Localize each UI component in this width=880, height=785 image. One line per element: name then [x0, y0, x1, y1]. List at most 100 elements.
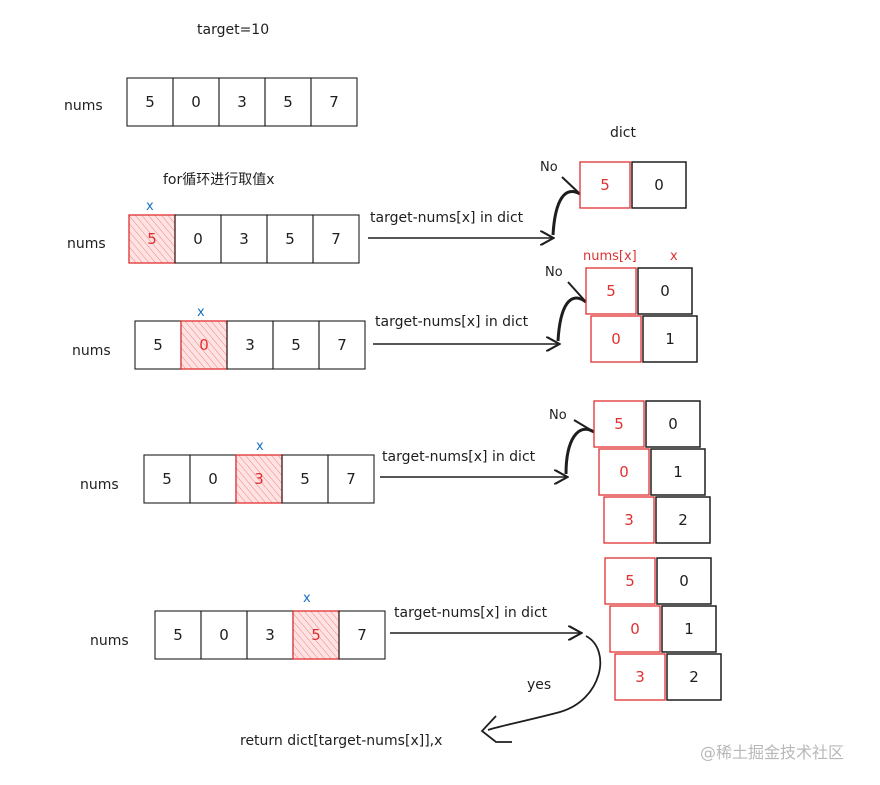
dict-value-value: 2	[678, 511, 688, 529]
dict-table-step-4: 5 0 0 1 3 2	[604, 557, 722, 701]
nums-cell-value: 3	[265, 626, 275, 644]
nums-cell-value: 0	[208, 470, 218, 488]
no-pointer-step-3	[573, 419, 595, 433]
nums-label-step-1: nums	[67, 236, 106, 252]
dict-value-value: 0	[668, 415, 678, 433]
nums-cell-value: 7	[357, 626, 367, 644]
dict-key-cell	[585, 267, 637, 315]
dict-value-cell	[637, 267, 693, 315]
loop-caption: for循环进行取值x	[163, 172, 275, 188]
no-label-step-1: No	[540, 160, 558, 175]
yes-label: yes	[527, 677, 551, 693]
dict-key-value: 0	[630, 620, 640, 638]
nums-cell-value: 7	[346, 470, 356, 488]
nums-cell	[180, 320, 228, 370]
nums-cell-value: 5	[173, 626, 183, 644]
nums-cell-value: 5	[285, 230, 295, 248]
dict-key-value: 5	[625, 572, 635, 590]
no-label-step-3: No	[549, 408, 567, 423]
yes-curve	[487, 635, 602, 731]
nums-cell-value: 5	[283, 93, 293, 111]
dict-value-value: 1	[673, 463, 683, 481]
nums-cell	[312, 214, 360, 264]
dict-key-value: 5	[614, 415, 624, 433]
dict-key-cell	[603, 496, 655, 544]
expr-step-3: target-nums[x] in dict	[382, 449, 536, 465]
dict-table-step-3: 5 0 0 1 3 2	[593, 400, 711, 544]
no-pointer-step-1	[561, 176, 581, 195]
dict-key-value: 0	[619, 463, 629, 481]
nums-label-step-3: nums	[80, 477, 119, 493]
nums-cell-value: 5	[311, 626, 321, 644]
dict-key-value: 0	[611, 330, 621, 348]
nums-cell-value: 5	[300, 470, 310, 488]
dict-key-cell	[590, 315, 642, 363]
no-pointer-step-2	[567, 281, 587, 303]
dict-value-cell	[631, 161, 687, 209]
dict-value-value: 0	[654, 176, 664, 194]
dict-key-cell	[598, 448, 650, 496]
dict-value-cell	[655, 496, 711, 544]
dict-value-value: 0	[679, 572, 689, 590]
dict-key-cell	[609, 605, 661, 653]
result-expression: return dict[target-nums[x]],x	[240, 733, 442, 749]
nums-cell	[318, 320, 366, 370]
dict-value-cell	[645, 400, 701, 448]
nums-cell-value: 3	[237, 93, 247, 111]
dict-value-cell	[656, 557, 712, 605]
x-marker-step-4: x	[303, 591, 311, 606]
nums-cell-value: 3	[254, 470, 264, 488]
no-label-step-2: No	[545, 265, 563, 280]
dict-key-value: 5	[600, 176, 610, 194]
expr-step-4: target-nums[x] in dict	[394, 605, 548, 621]
nums-cell	[327, 454, 375, 504]
nums-cell-value: 0	[193, 230, 203, 248]
nums-array-step-4: 5 0 3 5 7	[154, 610, 386, 660]
nums-cell-value: 3	[245, 336, 255, 354]
dict-key-header: nums[x]	[583, 249, 637, 264]
dict-key-cell	[604, 557, 656, 605]
nums-label-step-2: nums	[72, 343, 111, 359]
dict-val-header: x	[670, 249, 678, 264]
nums-cell-value: 7	[329, 93, 339, 111]
nums-cell-value: 7	[337, 336, 347, 354]
title-target: target=10	[197, 22, 269, 38]
dict-value-cell	[642, 315, 698, 363]
nums-label-top: nums	[64, 98, 103, 114]
nums-cell-value: 0	[199, 336, 209, 354]
dict-value-cell	[650, 448, 706, 496]
no-hook-step-2	[556, 296, 587, 342]
nums-cell-value: 5	[153, 336, 163, 354]
dict-key-value: 3	[624, 511, 634, 529]
nums-cell-value: 5	[147, 230, 157, 248]
nums-cell-value: 5	[162, 470, 172, 488]
nums-array-step-3: 5 0 3 5 7	[143, 454, 375, 504]
expr-step-1: target-nums[x] in dict	[370, 210, 524, 226]
dict-key-cell	[614, 653, 666, 701]
nums-cell	[292, 610, 340, 660]
yes-arrowhead	[480, 715, 512, 743]
nums-cell	[338, 610, 386, 660]
x-marker-step-3: x	[256, 439, 264, 454]
no-hook-step-1	[551, 190, 581, 236]
nums-cell	[235, 454, 283, 504]
nums-cell-value: 5	[291, 336, 301, 354]
dict-value-cell	[661, 605, 717, 653]
dict-value-cell	[666, 653, 722, 701]
nums-cell-value: 3	[239, 230, 249, 248]
dict-key-value: 5	[606, 282, 616, 300]
expr-step-2: target-nums[x] in dict	[375, 314, 529, 330]
dict-value-value: 1	[684, 620, 694, 638]
x-marker-step-1: x	[146, 199, 154, 214]
dict-value-value: 2	[689, 668, 699, 686]
nums-cell-value: 0	[219, 626, 229, 644]
nums-cell	[310, 77, 358, 127]
dict-key-value: 3	[635, 668, 645, 686]
dict-key-cell	[593, 400, 645, 448]
dict-value-value: 0	[660, 282, 670, 300]
